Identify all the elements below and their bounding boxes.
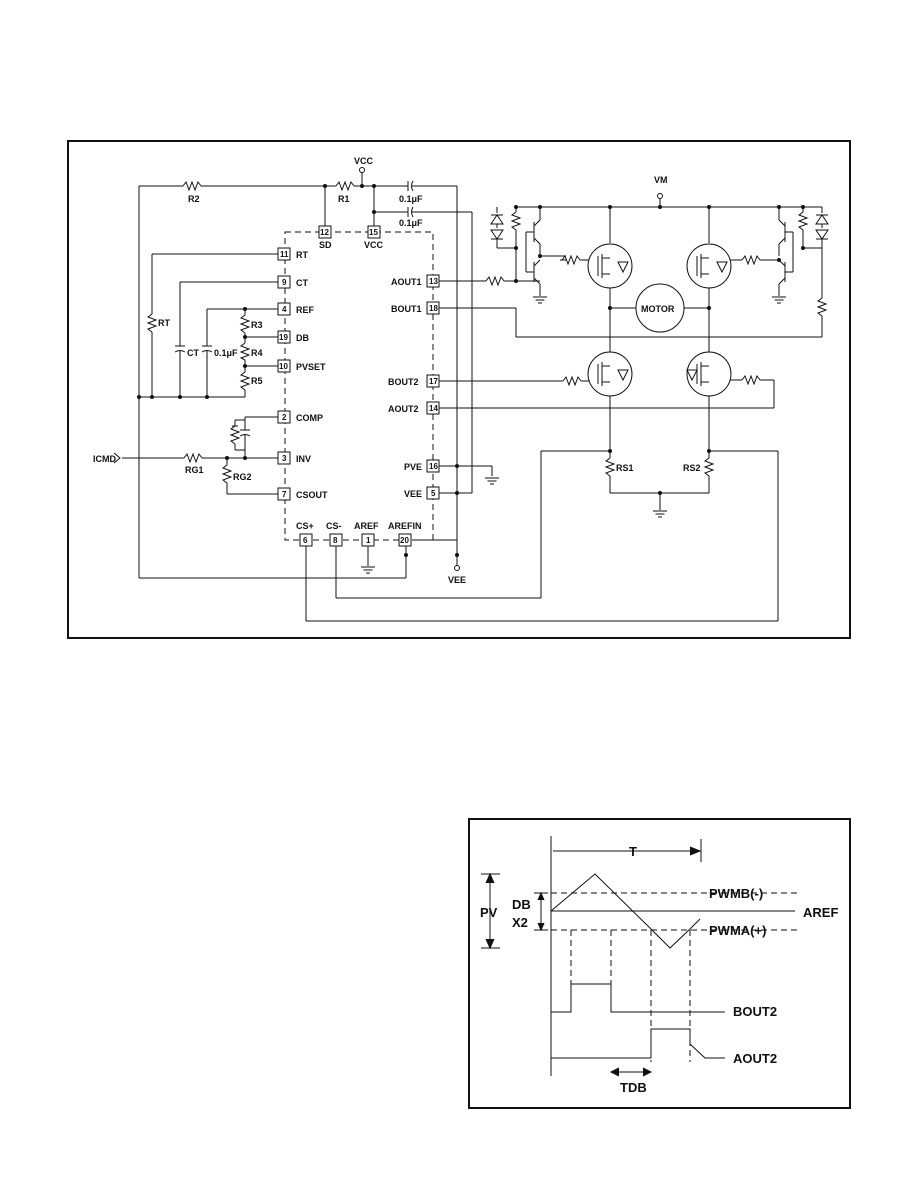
pin-17-num: 17 (429, 377, 438, 386)
bridge-dots (514, 205, 805, 495)
pin-8-num: 8 (333, 536, 338, 545)
timing-pwmb-label: PWMB(-) (709, 886, 763, 901)
r5-label: R5 (251, 376, 263, 386)
pin-csplus-name: CS+ (296, 521, 314, 531)
pin-ct-name: CT (296, 278, 308, 288)
timing-pv-label: PV (480, 905, 498, 920)
pin-bout2-name: BOUT2 (388, 377, 419, 387)
rs1-label: RS1 (616, 463, 634, 473)
pin-19-num: 19 (279, 333, 288, 342)
pin-12-num: 12 (320, 228, 329, 237)
pin-sd-name: SD (319, 240, 332, 250)
timing-waveforms (481, 836, 800, 1077)
pin-pvset-name: PVSET (296, 362, 326, 372)
pin-rt-name: RT (296, 250, 308, 260)
pin-1-num: 1 (366, 536, 371, 545)
timing-db-label: DB (512, 897, 531, 912)
pin-csout-name: CSOUT (296, 490, 328, 500)
pin-inv-name: INV (296, 454, 311, 464)
timing-bout2-label: BOUT2 (733, 1004, 777, 1019)
pin-18-num: 18 (429, 304, 438, 313)
vcc-top-label: VCC (354, 156, 374, 166)
timing-t-label: T (629, 844, 637, 859)
timing-frame (468, 818, 851, 1109)
pin-11-num: 11 (280, 250, 289, 259)
timing-x2-label: X2 (512, 915, 528, 930)
icmd-label: ICMD (93, 454, 116, 464)
vee-bottom-label: VEE (448, 575, 466, 585)
pin-16-num: 16 (429, 462, 438, 471)
right-pins (426, 274, 440, 500)
pin-20-num: 20 (400, 536, 409, 545)
ct-ext-label: CT (187, 348, 199, 358)
r1-label: R1 (338, 194, 350, 204)
c-ref-label: 0.1μF (214, 348, 238, 358)
pin-pve-name: PVE (404, 462, 422, 472)
r4-label: R4 (251, 348, 263, 358)
pin-comp-name: COMP (296, 413, 323, 423)
motor-label: MOTOR (641, 304, 675, 314)
rs2-label: RS2 (683, 463, 701, 473)
pin-db-name: DB (296, 333, 309, 343)
timing-tdb-label: TDB (620, 1080, 647, 1095)
pin-5-num: 5 (431, 489, 436, 498)
c-top2-label: 0.1μF (399, 218, 423, 228)
pin-aref-name: AREF (354, 521, 379, 531)
rt-ext-label: RT (158, 318, 170, 328)
pin-csminus-name: CS- (326, 521, 342, 531)
feedback-network (113, 416, 278, 495)
vm-label: VM (654, 175, 668, 185)
pin-4-num: 4 (282, 305, 287, 314)
left-network (139, 253, 278, 398)
h-bridge (490, 193, 829, 510)
pin-7-num: 7 (282, 490, 287, 499)
timing-aref-label: AREF (803, 905, 838, 920)
pin-vee-name: VEE (404, 489, 422, 499)
rg1-label: RG1 (185, 465, 204, 475)
pin-3-num: 3 (282, 454, 287, 463)
pin-ref-name: REF (296, 305, 315, 315)
pin-14-num: 14 (429, 404, 438, 413)
timing-pwma-label: PWMA(+) (709, 923, 766, 938)
pin-vcc-name: VCC (364, 240, 384, 250)
left-pins (277, 247, 291, 501)
timing-aout2-label: AOUT2 (733, 1051, 777, 1066)
r2-label: R2 (188, 194, 200, 204)
pin-13-num: 13 (429, 277, 438, 286)
output-wiring (305, 275, 823, 622)
pin-6-num: 6 (303, 536, 308, 545)
top-wiring (138, 167, 473, 579)
pin-2-num: 2 (282, 413, 287, 422)
c-top1-label: 0.1μF (399, 194, 423, 204)
pin-arefin-name: AREFIN (388, 521, 422, 531)
pin-aout2-name: AOUT2 (388, 404, 419, 414)
pin-bout1-name: BOUT1 (391, 304, 422, 314)
rg2-label: RG2 (233, 472, 252, 482)
schematic-frame (67, 140, 851, 639)
pin-10-num: 10 (279, 362, 288, 371)
pin-aout1-name: AOUT1 (391, 277, 422, 287)
pin-9-num: 9 (282, 278, 287, 287)
r3-label: R3 (251, 320, 263, 330)
pin-15-num: 15 (369, 228, 378, 237)
